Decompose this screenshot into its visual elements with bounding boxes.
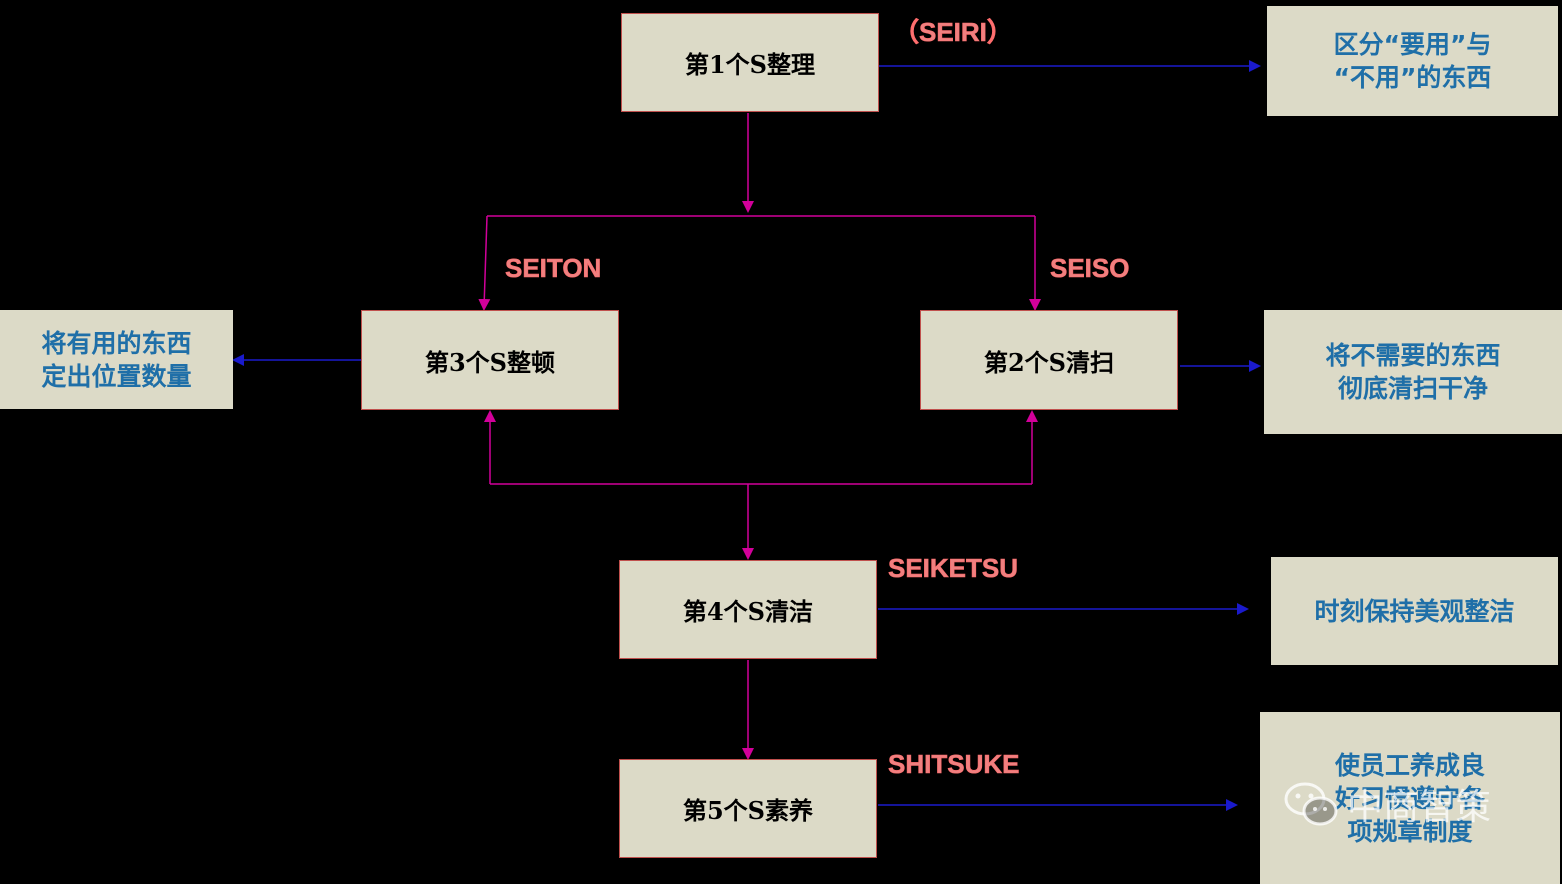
node-s3-label: 第3个S整顿 (424, 347, 556, 377)
node-s4-label: 第4个S清洁 (682, 597, 814, 626)
wechat-icon (1284, 782, 1338, 826)
desc-s2: 将不需要的东西 彻底清扫干净 (1264, 310, 1562, 434)
desc-s3-line-2: 定出位置数量 (41, 361, 192, 391)
desc-s5-line-3: 项规章制度 (1347, 816, 1473, 846)
node-s3-seiton: 第3个S整顿 (361, 310, 619, 410)
desc-s5-line-2: 好习惯遵守各 (1334, 783, 1485, 813)
node-s2-label: 第2个S清扫 (983, 347, 1115, 377)
desc-s5-line-1: 使员工养成良 (1334, 750, 1485, 780)
desc-s1: 区分“要用”与 “不用”的东西 (1267, 6, 1558, 116)
desc-s4-line-1: 时刻保持美观整洁 (1314, 596, 1515, 626)
label-seiton: SEITON (505, 253, 602, 284)
desc-s3-line-1: 将有用的东西 (41, 328, 192, 358)
label-seiketsu: SEIKETSU (888, 553, 1019, 584)
label-shitsuke: SHITSUKE (888, 749, 1020, 780)
desc-s2-line-1: 将不需要的东西 (1325, 341, 1501, 370)
desc-s1-line-2: “不用”的东西 (1333, 63, 1492, 92)
node-s1-label: 第1个S整理 (684, 50, 816, 79)
node-s1-seiri: 第1个S整理 (621, 13, 879, 112)
watermark-text: 中商智策 (1347, 787, 1492, 828)
desc-s1-line-1: 区分“要用”与 (1333, 30, 1492, 59)
watermark: 中商智策 (1283, 778, 1491, 830)
arrow-to-s3 (478, 215, 491, 311)
node-s2-seiso: 第2个S清扫 (920, 310, 1178, 410)
node-s5-label: 第5个S素养 (682, 796, 814, 825)
label-seiso: SEISO (1050, 253, 1130, 284)
desc-s3: 将有用的东西 定出位置数量 (0, 310, 233, 409)
desc-s2-line-2: 彻底清扫干净 (1337, 374, 1488, 403)
node-s4-seiketsu: 第4个S清洁 (619, 560, 877, 659)
label-seiri: （SEIRI） (893, 17, 1014, 48)
node-s5-shitsuke: 第5个S素养 (619, 759, 877, 858)
desc-s4: 时刻保持美观整洁 (1271, 557, 1558, 665)
